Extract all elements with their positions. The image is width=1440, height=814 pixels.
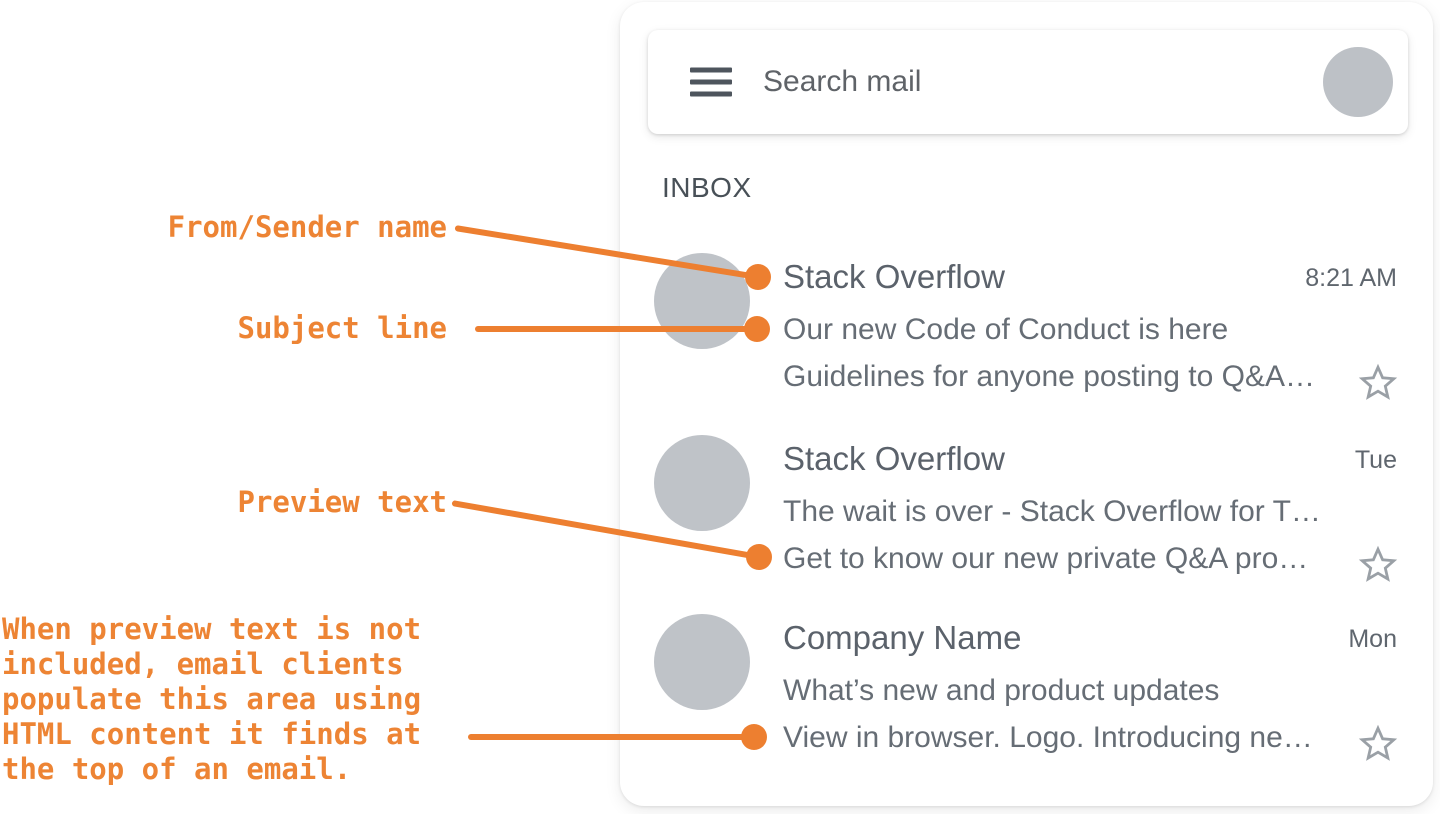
email-row[interactable]: Company Name Mon What’s new and product … <box>620 614 1433 764</box>
email-time: Mon <box>1348 625 1397 653</box>
email-row[interactable]: Stack Overflow Tue The wait is over - St… <box>620 435 1433 585</box>
email-subject: Our new Code of Conduct is here <box>783 313 1229 346</box>
connector-dot-from-sender <box>745 264 771 290</box>
connector-dot-subject <box>744 316 770 342</box>
sender-name: Stack Overflow <box>783 440 1005 477</box>
email-preview: Guidelines for anyone posting to Q&A… <box>783 360 1315 393</box>
search-input[interactable]: Search mail <box>763 65 922 98</box>
annotation-from-sender-label: From/Sender name <box>167 210 447 244</box>
email-preview: Get to know our new private Q&A pro… <box>783 542 1309 575</box>
email-row[interactable]: Stack Overflow 8:21 AM Our new Code of C… <box>620 253 1433 403</box>
connector-line-subject <box>475 326 758 332</box>
search-bar[interactable]: Search mail <box>648 30 1408 134</box>
annotation-subject-label: Subject line <box>237 311 447 345</box>
annotation-preview-label: Preview text <box>237 485 447 519</box>
mail-app-card: Search mail INBOX Stack Overflow 8:21 AM… <box>620 2 1433 806</box>
email-time: 8:21 AM <box>1305 264 1397 292</box>
star-icon[interactable] <box>1357 723 1399 765</box>
hamburger-menu-icon[interactable] <box>690 67 732 97</box>
email-preview: View in browser. Logo. Introducing ne… <box>783 721 1313 754</box>
annotation-no-preview-note: When preview text is not included, email… <box>2 612 422 786</box>
email-subject: The wait is over - Stack Overflow for T… <box>783 495 1321 528</box>
sender-avatar <box>654 614 750 710</box>
sender-avatar <box>654 435 750 531</box>
sender-name: Stack Overflow <box>783 258 1005 295</box>
inbox-section-label: INBOX <box>662 172 752 203</box>
star-icon[interactable] <box>1357 362 1399 404</box>
connector-line-note <box>468 734 755 740</box>
sender-name: Company Name <box>783 619 1022 656</box>
email-subject: What’s new and product updates <box>783 674 1220 707</box>
email-time: Tue <box>1354 446 1397 474</box>
connector-dot-preview <box>746 544 772 570</box>
star-icon[interactable] <box>1357 544 1399 586</box>
connector-dot-note <box>741 724 767 750</box>
profile-avatar[interactable] <box>1323 47 1393 117</box>
